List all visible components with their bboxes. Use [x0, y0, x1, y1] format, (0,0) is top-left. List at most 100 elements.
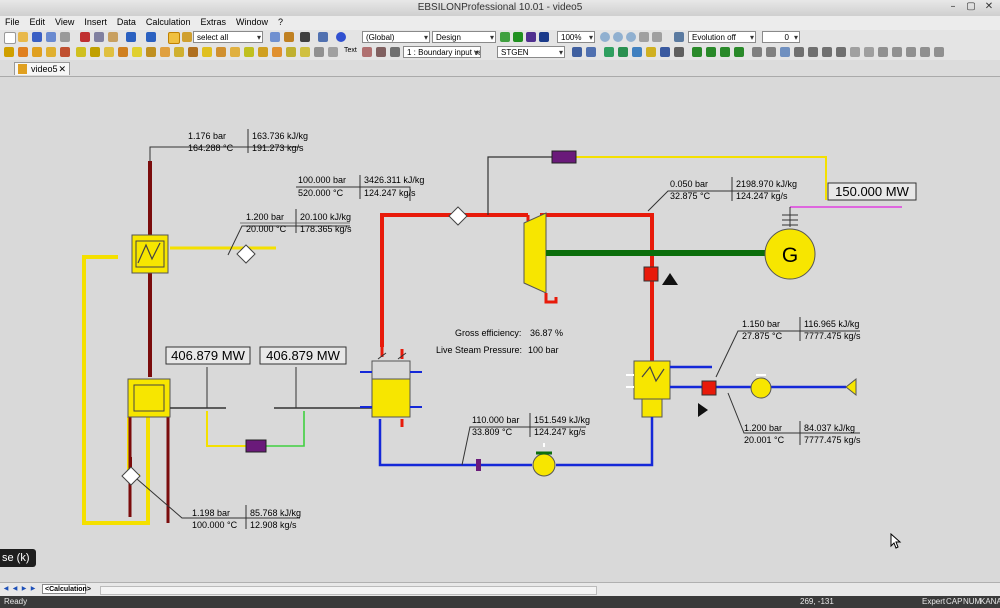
mixer-icon[interactable]	[46, 47, 56, 57]
sheet-last-icon[interactable]: ▶	[30, 586, 36, 592]
evolution-combo[interactable]: Evolution off	[688, 31, 756, 43]
boundary-icon[interactable]	[4, 47, 14, 57]
live-steam-pipe[interactable]	[380, 213, 654, 362]
fuel-inlet-marker[interactable]	[121, 457, 141, 486]
condenser-icon[interactable]	[132, 47, 142, 57]
generator-icon[interactable]	[118, 47, 128, 57]
print-icon[interactable]	[60, 32, 70, 42]
heat-link[interactable]	[170, 367, 372, 447]
exhaust-valve[interactable]	[643, 266, 678, 285]
menu-edit[interactable]: Edit	[29, 17, 46, 27]
minimize-button[interactable]: –	[950, 1, 956, 12]
zoom-window-icon[interactable]	[639, 32, 649, 42]
rotate-icon[interactable]	[878, 47, 888, 57]
arrow-up-icon[interactable]	[822, 47, 832, 57]
sort-icon[interactable]	[318, 32, 328, 42]
cooling-water-source[interactable]	[845, 377, 857, 397]
distribute-icon[interactable]	[586, 47, 596, 57]
pump-icon[interactable]	[76, 47, 86, 57]
sheet-next-icon[interactable]: ▶	[21, 586, 27, 592]
heat-input-1-box[interactable]: 406.879 MW	[165, 346, 251, 365]
boiler-icon[interactable]	[146, 47, 156, 57]
steam-generator[interactable]	[360, 347, 422, 427]
excel-export-icon[interactable]	[706, 47, 716, 57]
calc-run-icon[interactable]	[500, 32, 510, 42]
air-loop-pipe[interactable]	[82, 246, 276, 525]
pointer-icon[interactable]	[168, 32, 180, 44]
sheet-tab-calculation[interactable]: <Calculation>	[42, 584, 91, 594]
heat-exchanger-icon[interactable]	[90, 47, 100, 57]
profile-combo[interactable]: (Global)	[362, 31, 430, 43]
zoom-page-icon[interactable]	[652, 32, 662, 42]
table-icon[interactable]	[660, 47, 670, 57]
copy-icon[interactable]	[94, 32, 104, 42]
excel-link-icon[interactable]	[734, 47, 744, 57]
arrow-down-icon[interactable]	[836, 47, 846, 57]
validate-icon[interactable]	[526, 32, 536, 42]
gear-icon[interactable]	[284, 32, 294, 42]
feedwater-pump[interactable]	[532, 443, 556, 477]
ungroup-icon[interactable]	[864, 47, 874, 57]
drum-icon[interactable]	[174, 47, 184, 57]
flip-icon[interactable]	[892, 47, 902, 57]
excel-icon[interactable]	[692, 47, 702, 57]
condenser[interactable]	[626, 355, 671, 418]
info-icon[interactable]	[336, 32, 346, 42]
new-file-icon[interactable]	[4, 32, 16, 44]
bring-front-icon[interactable]	[906, 47, 916, 57]
heat-controller[interactable]	[245, 439, 267, 453]
cooling-valve[interactable]	[698, 380, 717, 417]
zoom-in-icon[interactable]	[600, 32, 610, 42]
select-tool-icon[interactable]	[182, 32, 192, 42]
close-button[interactable]: ✕	[984, 1, 994, 12]
send-back-icon[interactable]	[920, 47, 930, 57]
component-icon[interactable]	[270, 32, 280, 42]
diagram-canvas[interactable]: 1.200 bar 20.100 kJ/kg 20.000 °C 178.365…	[0, 77, 1000, 582]
calc-step-icon[interactable]	[513, 32, 523, 42]
menu-insert[interactable]: Insert	[84, 17, 107, 27]
menu-extras[interactable]: Extras	[200, 17, 226, 27]
fan-icon[interactable]	[202, 47, 212, 57]
menu-help[interactable]: ?	[277, 17, 283, 27]
spec-value-icon[interactable]	[376, 47, 386, 57]
net-value-icon[interactable]	[390, 47, 400, 57]
undo-icon[interactable]	[126, 32, 136, 42]
menu-file[interactable]: File	[5, 17, 20, 27]
properties-icon[interactable]	[934, 47, 944, 57]
menu-view[interactable]: View	[55, 17, 75, 27]
evolution-icon[interactable]	[674, 32, 684, 42]
generator-power-box[interactable]: 150.000 MW	[827, 182, 917, 201]
layout-icon[interactable]	[780, 47, 790, 57]
controller-icon[interactable]	[216, 47, 226, 57]
selection-combo[interactable]: select all	[193, 31, 263, 43]
zoom-out-icon[interactable]	[613, 32, 623, 42]
open-folder-icon[interactable]	[18, 32, 28, 42]
layer-icon[interactable]	[632, 47, 642, 57]
turbine-icon[interactable]	[104, 47, 114, 57]
combustor-icon[interactable]	[160, 47, 170, 57]
feedwater-sensor[interactable]	[476, 459, 481, 471]
value-field-icon[interactable]	[362, 47, 372, 57]
arrow-right-icon[interactable]	[808, 47, 818, 57]
pipe-icon[interactable]	[18, 47, 28, 57]
text-tool-button[interactable]: Text	[344, 47, 357, 54]
arrow-left-icon[interactable]	[794, 47, 804, 57]
maximize-button[interactable]: ▢	[966, 1, 976, 12]
menu-data[interactable]: Data	[116, 17, 136, 27]
line-icon[interactable]	[300, 47, 310, 57]
filter-icon[interactable]	[300, 32, 310, 42]
sheet-prev-icon[interactable]: ◀	[12, 586, 18, 592]
generator[interactable]: G	[764, 228, 816, 280]
redo-icon[interactable]	[146, 32, 156, 42]
boundary-input-combo[interactable]: 1 : Boundary input valu	[403, 46, 481, 58]
align-icon[interactable]	[572, 47, 582, 57]
turbine-controller[interactable]	[551, 150, 577, 164]
air-preheater[interactable]	[131, 234, 169, 274]
mode-combo[interactable]: Design	[432, 31, 496, 43]
macro-icon[interactable]	[286, 47, 296, 57]
air-inlet-marker[interactable]	[236, 244, 256, 264]
tank-icon[interactable]	[244, 47, 254, 57]
ellipse-icon[interactable]	[328, 47, 338, 57]
steam-turbine[interactable]	[523, 212, 558, 304]
tab-close-icon[interactable]: ✕	[58, 64, 66, 74]
